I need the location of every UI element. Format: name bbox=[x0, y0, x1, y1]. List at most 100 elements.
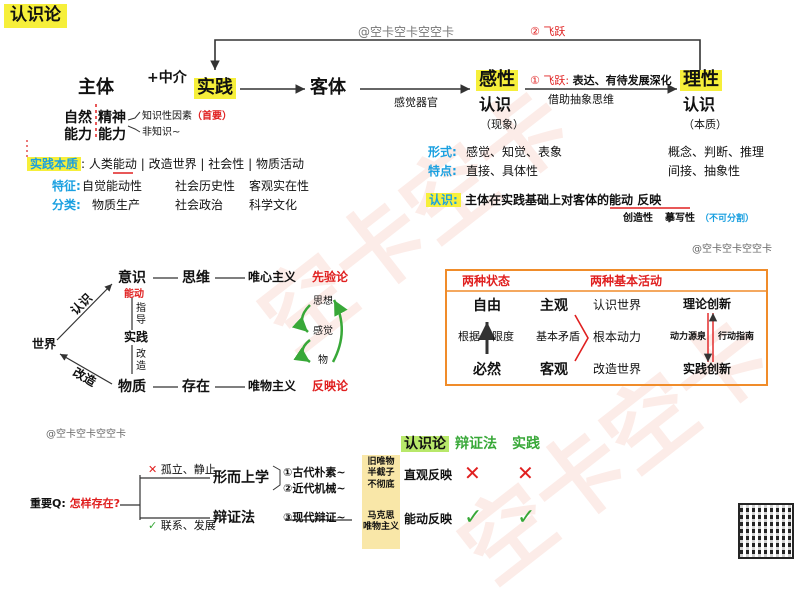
ability2-label: 能力 bbox=[98, 127, 126, 143]
contemporary-label: ③现代辩证~ bbox=[283, 511, 346, 524]
qr-code bbox=[738, 503, 794, 559]
abstract-thinking-label: 借助抽象思维 bbox=[548, 93, 614, 106]
traits-label: 特征: bbox=[52, 179, 81, 193]
leap-one-prefix: ① 飞跃: bbox=[530, 74, 570, 87]
reflection-theory-label: 反映论 bbox=[312, 379, 349, 393]
essence-a: 人类能动 bbox=[88, 157, 137, 171]
leap-one-label: ① 飞跃: 表达、有待发展深化 bbox=[530, 74, 672, 88]
rational-feature-text: 间接、抽象性 bbox=[668, 164, 741, 178]
isolated-text: 孤立、静止 bbox=[160, 463, 216, 476]
col-practice: 实践 bbox=[512, 436, 540, 452]
feature-label: 特点: bbox=[428, 164, 457, 178]
marxist-materialism-label: 马克思 唯物主义 bbox=[362, 505, 400, 549]
object-node: 客体 bbox=[310, 77, 346, 98]
non-knowledge-factor: 非知识~ bbox=[142, 127, 181, 138]
col-epistemology: 认识论 bbox=[401, 436, 449, 453]
cognition-reflect: 反映 bbox=[637, 193, 662, 207]
essence-b: 改造世界 bbox=[148, 157, 197, 171]
practice-check: ✓ bbox=[517, 505, 536, 530]
know-world-label: 认识世界 bbox=[593, 298, 642, 312]
basic-contradiction-label: 基本矛盾 bbox=[536, 330, 580, 343]
connected-label: ✓ 联系、发展 bbox=[148, 519, 216, 533]
matter-node: 物质 bbox=[118, 379, 146, 395]
reproducibility-label: 摹写性 bbox=[665, 213, 695, 224]
transform-label: 改造 bbox=[136, 349, 146, 372]
intuitive-reflection-label: 直观反映 bbox=[404, 468, 453, 482]
cycle-feeling: 感觉 bbox=[313, 326, 333, 337]
creativity-label: 创造性 bbox=[623, 213, 653, 224]
leap-one-text: 表达、有待发展深化 bbox=[572, 74, 672, 87]
motive-source-label: 动力源泉 bbox=[670, 332, 707, 342]
subject-node: 主体 bbox=[78, 77, 114, 98]
trait-2: 社会历史性 bbox=[175, 179, 236, 193]
dialectics-check: ✓ bbox=[464, 505, 483, 530]
practice-mid-node: 实践 bbox=[124, 330, 149, 344]
a-priori-label: 先验论 bbox=[312, 270, 349, 284]
cognition-active: 能动 bbox=[609, 193, 634, 207]
page-title: 认识论 bbox=[4, 4, 67, 28]
feature-text: 直接、具体性 bbox=[466, 164, 539, 178]
basic-power-label: 根本动力 bbox=[593, 330, 642, 344]
important-q-label: 重要Q: bbox=[30, 497, 66, 510]
necessity-node: 必然 bbox=[473, 362, 501, 378]
watermark-bottom: @空卡空卡空空卡 bbox=[46, 429, 126, 440]
leap-two-label: ② 飞跃 bbox=[530, 25, 566, 38]
action-guide-label: 行动指南 bbox=[718, 332, 755, 342]
practice-essence-row: 实践本质: 人类能动 | 改造世界 | 社会性 | 物质活动 bbox=[27, 157, 304, 172]
how-exist-label: 怎样存在? bbox=[69, 497, 120, 510]
cognition-text: 主体在实践基础上对客体的 bbox=[465, 193, 610, 207]
connector-lines bbox=[26, 39, 766, 521]
old-materialism-label: 旧唯物 半截子 不彻底 bbox=[362, 455, 400, 505]
cognition-label: 认识: bbox=[426, 193, 461, 207]
modern-label: ②近代机械~ bbox=[283, 482, 346, 495]
connected-check: ✓ bbox=[148, 519, 158, 532]
essence-c: 社会性 bbox=[208, 157, 245, 171]
connected-text: 联系、发展 bbox=[160, 519, 216, 532]
category-3: 科学文化 bbox=[249, 198, 298, 212]
inseparable-label: （不可分割） bbox=[700, 214, 755, 224]
dialectics-node: 辩证法 bbox=[213, 510, 255, 526]
cognition-definition: 认识: 主体在实践基础上对客体的能动 反映 bbox=[426, 193, 662, 208]
two-activities-heading: 两种基本活动 bbox=[590, 274, 663, 288]
category-1: 物质生产 bbox=[92, 198, 141, 212]
essence-d: 物质活动 bbox=[255, 157, 304, 171]
objective-node: 客观 bbox=[540, 362, 568, 378]
trait-1: 自觉能动性 bbox=[82, 179, 143, 193]
thinking-node: 思维 bbox=[182, 270, 210, 286]
limit-label: 限度 bbox=[492, 330, 514, 343]
col-dialectics: 辩证法 bbox=[455, 436, 497, 452]
watermark-line: @空卡空卡空空卡 bbox=[358, 25, 455, 39]
ability-label: 能力 bbox=[64, 127, 92, 143]
existence-node: 存在 bbox=[182, 379, 210, 395]
sense-organ-label: 感觉器官 bbox=[394, 96, 438, 109]
plus-medium-label: +中介 bbox=[147, 70, 187, 86]
perceptual-node: 感性 bbox=[476, 69, 518, 91]
ancient-label: ①古代朴素~ bbox=[283, 466, 346, 479]
isolated-label: ✕ 孤立、静止 bbox=[148, 463, 216, 477]
practice-innovation-node: 实践创新 bbox=[683, 362, 732, 376]
perceptual-cognition: 认识 bbox=[479, 95, 512, 114]
active-label: 能动 bbox=[124, 289, 144, 300]
world-node: 世界 bbox=[32, 337, 57, 351]
transform-world-label: 改造世界 bbox=[593, 362, 642, 376]
two-states-heading: 两种状态 bbox=[462, 274, 511, 288]
rational-cognition: 认识 bbox=[683, 95, 716, 114]
rational-node: 理性 bbox=[680, 69, 722, 91]
idealism-label: 唯心主义 bbox=[248, 270, 297, 284]
knowledge-factor: 知识性因素（首要） bbox=[142, 111, 232, 123]
category-2: 社会政治 bbox=[175, 198, 224, 212]
knowledge-factor-text: 知识性因素 bbox=[142, 111, 192, 122]
important-question: 重要Q: 怎样存在? bbox=[30, 497, 120, 511]
cycle-thought: 思想 bbox=[313, 296, 333, 307]
watermark-mid: @空卡空卡空空卡 bbox=[692, 244, 772, 255]
theory-innovation-node: 理论创新 bbox=[683, 297, 732, 311]
form-label: 形式: bbox=[428, 145, 457, 159]
category-label: 分类: bbox=[52, 198, 81, 212]
consciousness-node: 意识 bbox=[118, 270, 146, 286]
freedom-node: 自由 bbox=[473, 298, 501, 314]
rational-form-text: 概念、判断、推理 bbox=[668, 145, 765, 159]
natural-label: 自然 bbox=[64, 110, 92, 126]
primary-tag: （首要） bbox=[192, 111, 232, 122]
essence-paren-label: （本质） bbox=[683, 118, 727, 131]
states-activities-box bbox=[445, 269, 768, 386]
